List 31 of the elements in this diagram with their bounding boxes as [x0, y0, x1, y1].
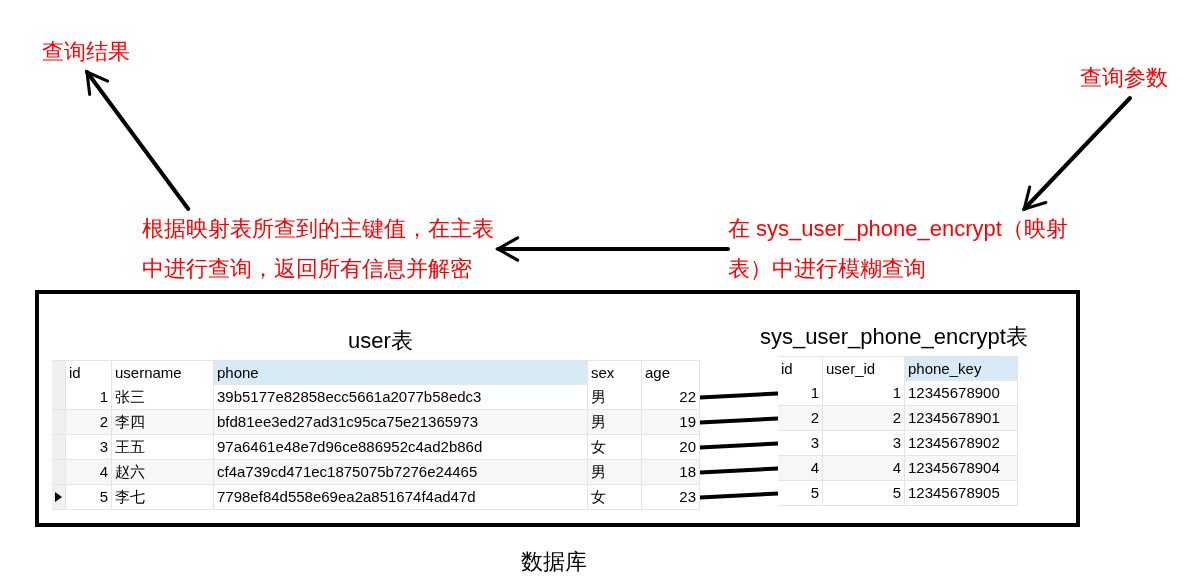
annotation-text: 查询结果 [42, 32, 142, 72]
arrow [496, 236, 730, 262]
table-cell: 12345678905 [905, 481, 1018, 506]
table-cell: 李七 [112, 485, 214, 510]
column-header: phone [214, 361, 588, 386]
table-header-row [52, 360, 700, 385]
table-row [52, 460, 700, 485]
database-caption: 数据库 [520, 548, 587, 576]
table-row [778, 481, 1018, 506]
table-cell: 5 [823, 481, 905, 506]
database-frame [35, 290, 1080, 527]
annotation-text: 在 sys_user_phone_encrypt（映射表）中进行模糊查询 [728, 209, 1103, 289]
table-cell: 5 [66, 485, 112, 510]
table-cell: 女 [588, 485, 642, 510]
table-cell: 5 [778, 481, 823, 506]
arrow [85, 70, 191, 211]
table-cell: 7798ef84d558e69ea2a851674f4ad47d [214, 485, 588, 510]
table-row [778, 431, 1018, 456]
annotation-text: 根据映射表所查到的主键值，在主表中进行查询，返回所有信息并解密 [142, 209, 498, 289]
table-cell: 23 [642, 485, 700, 510]
table-title: user表 [348, 327, 413, 355]
arrow [1022, 96, 1132, 211]
table-row [52, 410, 700, 435]
table-row [52, 385, 700, 410]
table-row [778, 456, 1018, 481]
annotation-text: 查询参数 [1080, 58, 1180, 98]
table-row [52, 485, 700, 510]
table-row [52, 435, 700, 460]
column-header: phone_key [905, 357, 1018, 382]
table-title: sys_user_phone_encrypt表 [760, 323, 1028, 351]
table-row [778, 406, 1018, 431]
